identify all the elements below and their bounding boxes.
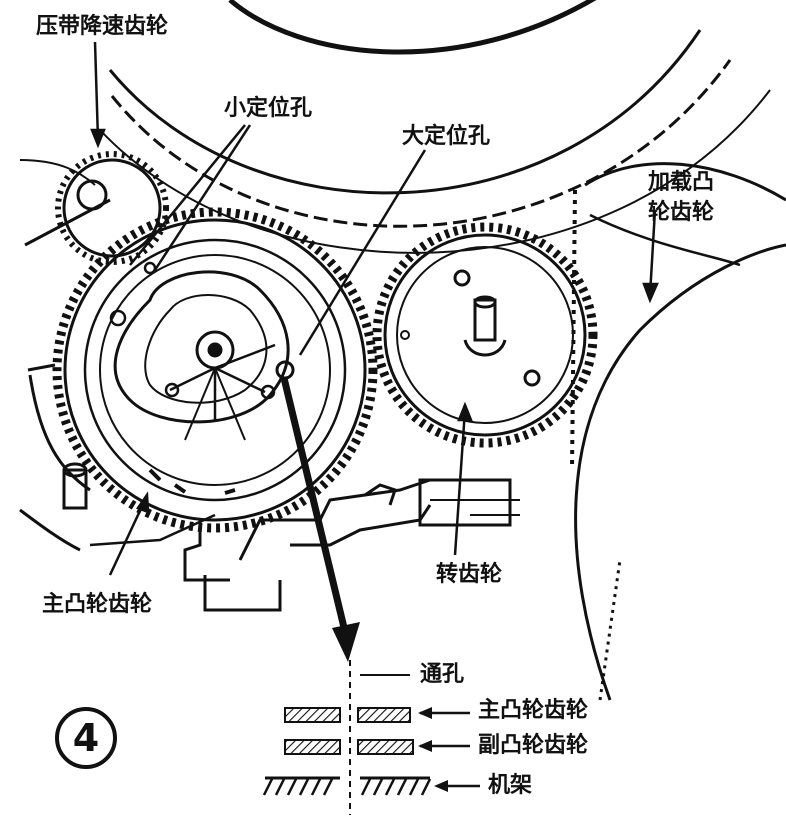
label-loading-cam-gear: 加载凸轮齿轮 — [647, 170, 714, 225]
rotating-gear — [372, 222, 598, 448]
label-small-locating-hole: 小定位孔 — [224, 96, 313, 121]
main-cam-gear — [27, 207, 378, 533]
hole-alignment-detail — [262, 660, 480, 815]
label-large-locating-hole: 大定位孔 — [402, 124, 491, 149]
legend-main-cam-gear: 主凸轮齿轮 — [478, 698, 589, 723]
pressure-belt-reduction-gear — [19, 151, 169, 265]
label-main-cam-gear: 主凸轮齿轮 — [42, 592, 153, 617]
legend-secondary-cam-gear: 副凸轮齿轮 — [478, 733, 589, 758]
top-drum — [99, 0, 771, 254]
slider-bracket — [89, 478, 520, 612]
legend-frame: 机架 — [488, 773, 533, 798]
loading-cam-gear-body — [570, 162, 786, 701]
figure-number-badge: 4 — [55, 707, 117, 769]
label-rotating-gear: 转齿轮 — [436, 562, 503, 587]
label-pressure-belt-reduction-gear: 压带降速齿轮 — [36, 14, 169, 39]
leader-lines — [90, 41, 659, 576]
detail-arrow — [280, 377, 360, 662]
lower-left-post — [19, 462, 88, 552]
legend-through-hole: 通孔 — [420, 662, 465, 687]
